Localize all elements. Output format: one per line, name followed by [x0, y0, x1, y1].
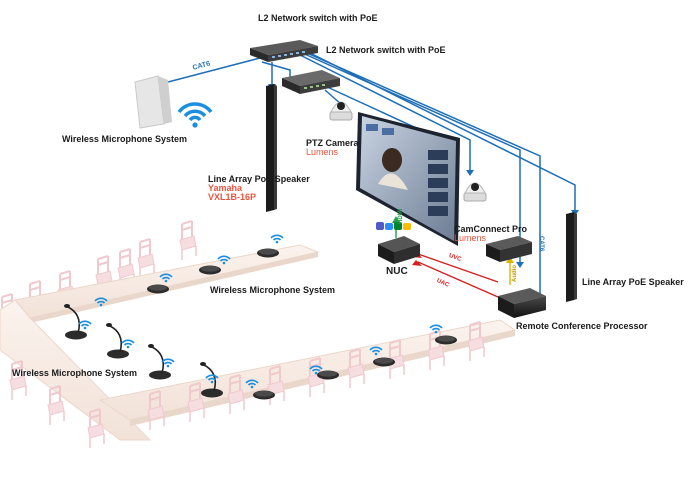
label-camconnect: CamConnect Pro	[454, 224, 528, 234]
remote-processor-device	[498, 288, 546, 318]
network-switch-top	[250, 40, 318, 62]
ptz-camera-device	[329, 101, 353, 121]
label-switch-top: L2 Network switch with PoE	[258, 13, 378, 23]
label-camconnect-brand: Lumens	[454, 233, 487, 243]
line-array-speaker-right	[566, 212, 577, 302]
cable-label-audio: Audio	[512, 265, 518, 282]
label-ptz-brand: Lumens	[306, 147, 339, 157]
network-cables	[167, 47, 576, 300]
label-wireless-system-left: Wireless Microphone System	[12, 368, 137, 378]
app-icons	[376, 222, 411, 230]
label-line-array-right: Line Array PoE Speaker	[582, 277, 684, 287]
cable-label-cat6-right: CAT6	[538, 236, 544, 252]
nuc-device	[378, 236, 420, 264]
cable-label-hdmi: HDMI	[398, 208, 404, 224]
display-screen	[356, 112, 460, 246]
wireless-receiver-panel	[134, 75, 172, 129]
line-array-speaker-left	[266, 84, 277, 212]
label-switch-second: L2 Network switch with PoE	[326, 45, 446, 55]
label-ptz-camera: PTZ Camera	[306, 138, 359, 148]
label-nuc: NUC	[386, 266, 408, 277]
wifi-icon	[177, 102, 213, 128]
label-line-array-left-model: VXL1B-16P	[208, 192, 257, 202]
label-line-array-left-brand: Yamaha	[208, 183, 243, 193]
camconnect-device	[486, 236, 532, 262]
label-wireless-system-top: Wireless Microphone System	[62, 134, 187, 144]
camera-right-device	[463, 182, 487, 202]
label-line-array-left: Line Array PoE Speaker	[208, 174, 310, 184]
label-remote-processor: Remote Conference Processor	[516, 321, 648, 331]
network-switch-second	[282, 70, 340, 94]
label-wireless-system-mid: Wireless Microphone System	[210, 285, 335, 295]
